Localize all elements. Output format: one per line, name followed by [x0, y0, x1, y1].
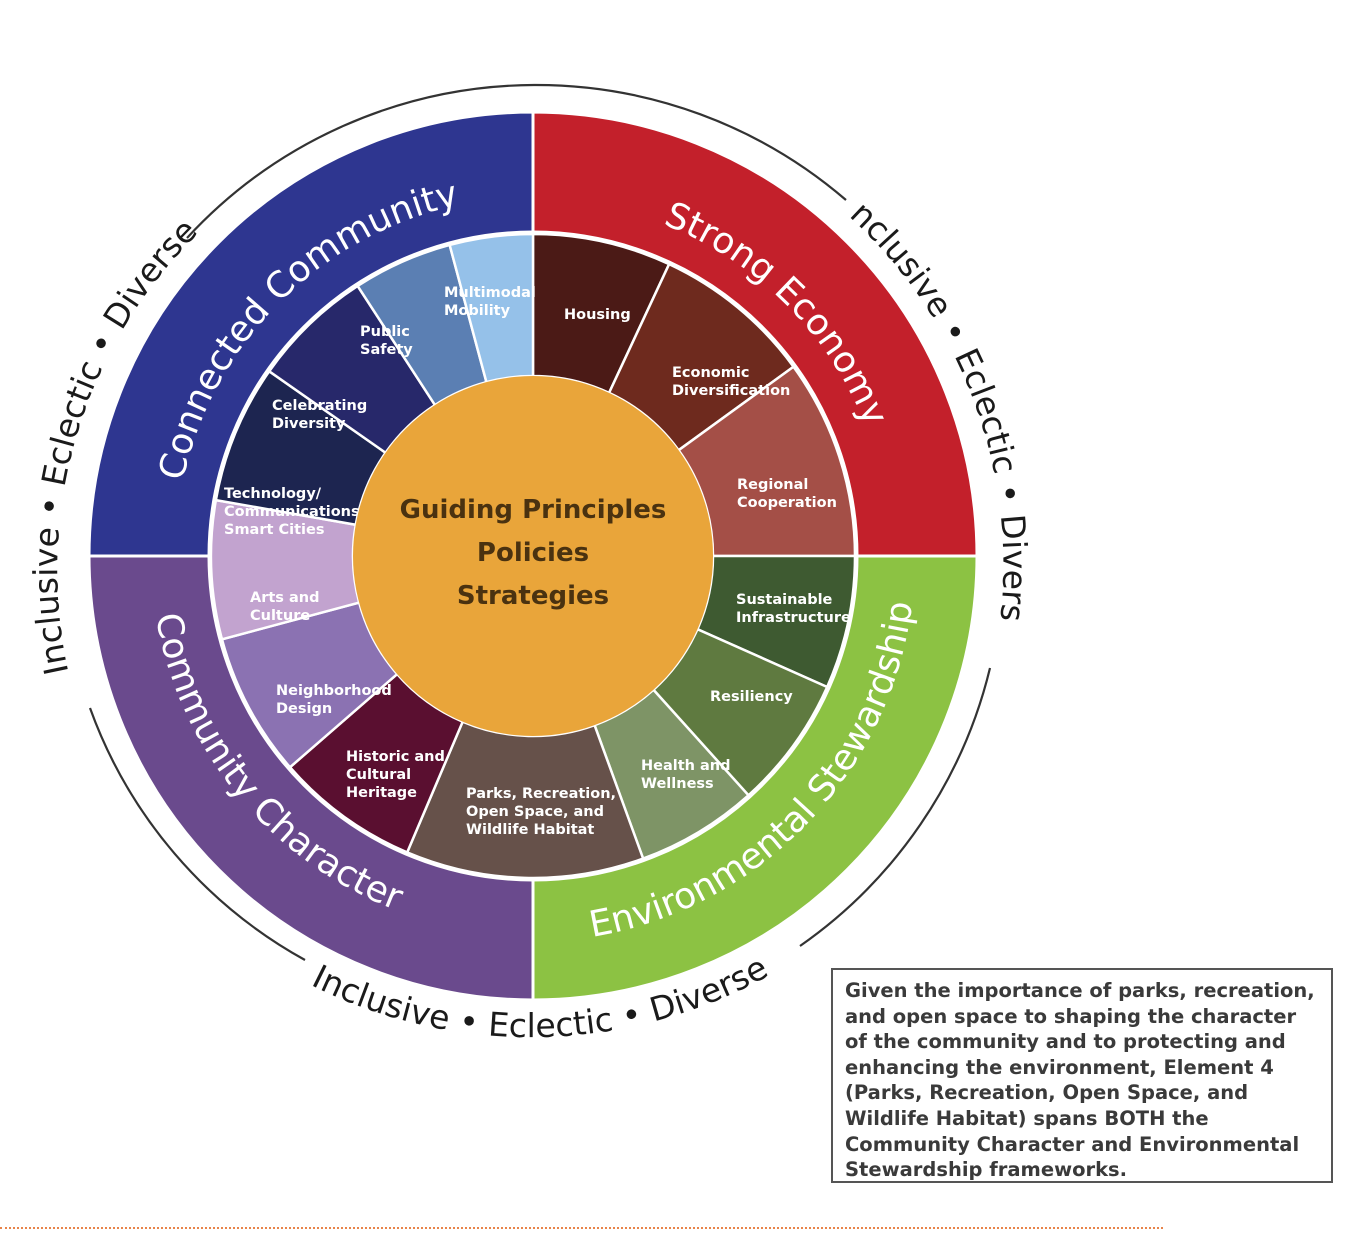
segment-label-line: Communications/: [224, 504, 366, 520]
segment-label-line: Arts and: [250, 590, 319, 606]
center-labels: Guiding Principles Policies Strategies: [400, 495, 667, 611]
segment-label-line: Infrastructure: [736, 610, 851, 626]
segment-label-line: Sustainable: [736, 592, 833, 608]
segment-label-line: Mobility: [444, 303, 511, 319]
segment-label-line: Diversification: [672, 383, 790, 399]
center-line-1: Guiding Principles: [400, 495, 667, 525]
segment-label-line: Regional: [737, 477, 808, 493]
segment-label-line: Diversity: [272, 416, 346, 432]
ring-divider: [207, 230, 859, 882]
segment-label-line: Cooperation: [737, 495, 837, 511]
callout-note-text: Given the importance of parks, recreatio…: [845, 979, 1315, 1182]
center-line-3: Strategies: [457, 581, 609, 611]
segment-label-line: Neighborhood: [276, 683, 392, 699]
segment-label-line: Celebrating: [272, 398, 367, 414]
segment-label-line: Wildlife Habitat: [466, 822, 594, 838]
segment-label-line: Cultural: [346, 767, 411, 783]
segment-label-line: Safety: [360, 342, 413, 358]
segment-label-line: Housing: [564, 307, 631, 323]
segment-label-line: Parks, Recreation,: [466, 786, 616, 802]
callout-note: Given the importance of parks, recreatio…: [831, 968, 1333, 1183]
segment-label-line: Public: [360, 324, 410, 340]
segment-label-line: Technology/: [224, 486, 322, 502]
dotted-divider: [0, 1227, 1163, 1229]
segment-label-line: Design: [276, 701, 332, 717]
center-circle: [353, 376, 713, 736]
segment-label-line: Health and: [641, 758, 731, 774]
center-line-2: Policies: [477, 538, 589, 568]
segment-label-line: Historic and: [346, 749, 445, 765]
segment-label-housing: Housing: [564, 307, 631, 323]
segment-label-technology-communications: Technology/Communications/Smart Cities: [224, 486, 366, 538]
segment-label-line: Culture: [250, 608, 310, 624]
segment-label-line: Open Space, and: [466, 804, 604, 820]
segment-label-line: Smart Cities: [224, 522, 324, 538]
segment-label-line: Multimodal: [444, 285, 536, 301]
segment-label-line: Resiliency: [710, 689, 793, 705]
outer-guide-arcs: [88, 83, 992, 961]
segment-label-line: Heritage: [346, 785, 417, 801]
segment-label-line: Economic: [672, 365, 749, 381]
segment-label-line: Wellness: [641, 776, 714, 792]
segment-label-resiliency: Resiliency: [710, 689, 793, 705]
